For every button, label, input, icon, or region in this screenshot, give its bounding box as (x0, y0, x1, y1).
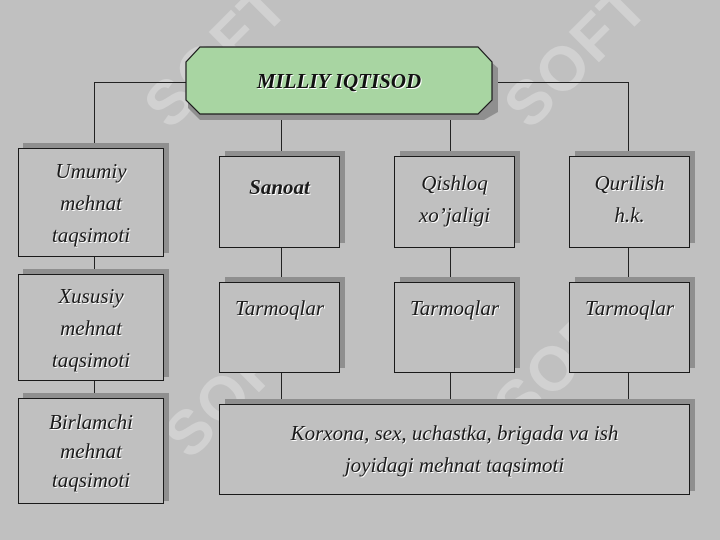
primary-division-box: Birlamchi mehnat taqsimoti (18, 398, 164, 504)
connector-line (628, 248, 629, 282)
connector-line (94, 82, 95, 148)
sector-box-construction: Qurilish h.k. (569, 156, 690, 248)
branch-box-construction: Tarmoqlar (569, 282, 690, 373)
connector-line (628, 372, 629, 404)
sector-box-agriculture: Qishloq xo’jaligi (394, 156, 515, 248)
workplace-division-box: Korxona, sex, uchastka, brigada va ish j… (219, 404, 690, 495)
connector-line (450, 372, 451, 404)
connector-line (94, 380, 95, 398)
connector-line (628, 82, 629, 156)
branch-box-industry: Tarmoqlar (219, 282, 340, 373)
connector-line (281, 114, 282, 156)
branch-box-agriculture: Tarmoqlar (394, 282, 515, 373)
connector-line (492, 82, 628, 83)
sector-box-industry: Sanoat (219, 156, 340, 248)
connector-line (281, 372, 282, 404)
connector-line (450, 248, 451, 282)
general-division-box: Umumiy mehnat taqsimoti (18, 148, 164, 257)
connector-line (281, 248, 282, 282)
connector-line (94, 82, 186, 83)
title-node: MILLIY IQTISOD (256, 68, 422, 93)
connector-line (450, 108, 451, 156)
connector-line (94, 256, 95, 274)
private-division-box: Xususiy mehnat taqsimoti (18, 274, 164, 381)
